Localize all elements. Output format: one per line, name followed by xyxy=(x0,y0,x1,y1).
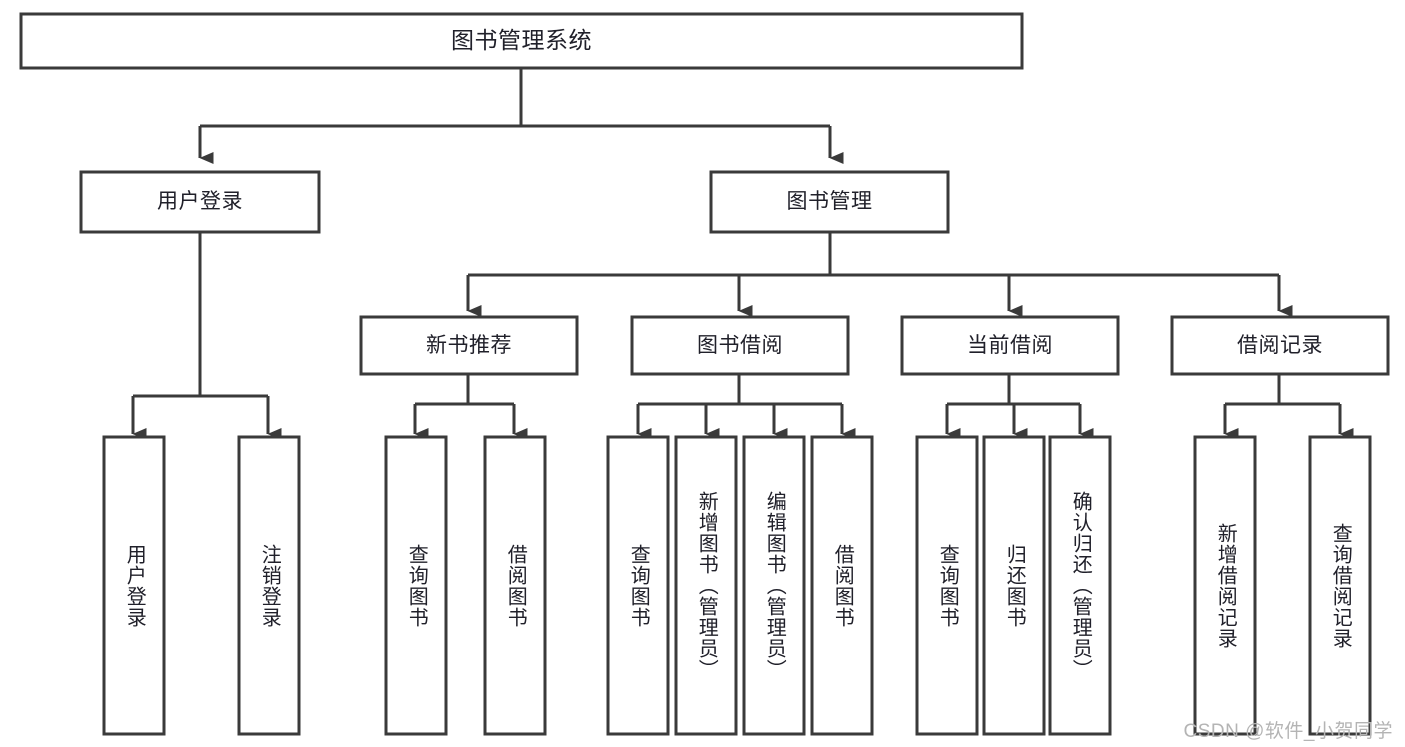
node-leaf-borrow-book-2-box[interactable] xyxy=(810,435,874,736)
connector-user-login-bus xyxy=(133,232,268,398)
connector-root-bus xyxy=(200,68,830,128)
connector-new-book-bus xyxy=(415,374,514,406)
node-leaf-edit-book-box[interactable] xyxy=(742,435,806,736)
connector-book-borrow-bus xyxy=(638,374,842,406)
connector-book-management-bus xyxy=(468,232,1279,277)
node-borrow-record-box[interactable] xyxy=(1170,315,1390,376)
connector-borrow-record-bus xyxy=(1225,374,1340,406)
node-leaf-query-book-1-box[interactable] xyxy=(384,435,448,736)
node-leaf-logout-login-box[interactable] xyxy=(237,435,301,736)
node-root-box[interactable] xyxy=(19,12,1024,70)
node-leaf-add-record-box[interactable] xyxy=(1193,435,1257,736)
node-leaf-query-book-2-box[interactable] xyxy=(606,435,670,736)
node-new-book-recommend-box[interactable] xyxy=(359,315,579,376)
node-leaf-borrow-book-1-box[interactable] xyxy=(483,435,547,736)
node-current-borrow-box[interactable] xyxy=(900,315,1120,376)
node-leaf-query-record-box[interactable] xyxy=(1308,435,1372,736)
connector-current-borrow-bus xyxy=(947,374,1080,406)
node-book-management-box[interactable] xyxy=(709,170,950,234)
node-book-borrow-box[interactable] xyxy=(630,315,850,376)
node-leaf-user-login-box[interactable] xyxy=(102,435,166,736)
node-leaf-return-book-box[interactable] xyxy=(982,435,1046,736)
node-leaf-add-book-box[interactable] xyxy=(674,435,738,736)
node-leaf-query-book-3-box[interactable] xyxy=(915,435,979,736)
node-user-login-box[interactable] xyxy=(79,170,321,234)
node-leaf-confirm-return-box[interactable] xyxy=(1048,435,1112,736)
